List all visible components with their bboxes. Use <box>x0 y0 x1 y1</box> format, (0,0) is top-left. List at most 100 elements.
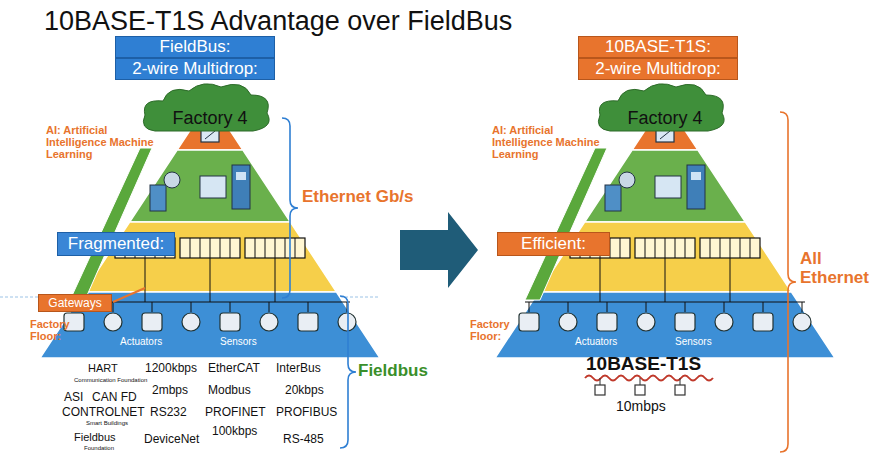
drawing-part <box>275 238 276 258</box>
robot-icon <box>150 185 166 211</box>
device-icon <box>637 313 655 331</box>
header-box: 2-wire Multidrop: <box>578 58 738 80</box>
protocol-name: CAN FD <box>92 391 137 404</box>
device-icon <box>753 313 773 331</box>
device-icon <box>142 313 162 331</box>
network-strip <box>70 148 152 300</box>
slide-title: 10BASE-T1S Advantage over FieldBus <box>44 6 512 37</box>
drawing-part <box>205 131 215 139</box>
node-text: Factory 4 <box>627 108 702 129</box>
drawing-part <box>269 302 270 312</box>
data-rate: 10mbps <box>616 399 666 414</box>
drawing-part <box>600 258 601 302</box>
plc-rack <box>700 238 760 258</box>
device-icon <box>260 313 278 331</box>
drawing-part <box>220 238 221 258</box>
node-text: 10BASE-T1S: <box>605 37 711 57</box>
drawing-part <box>236 172 246 180</box>
drawing-part <box>275 258 276 302</box>
protocol-note: Smart Buildings <box>86 420 128 427</box>
machine-icon <box>655 176 681 198</box>
drawing-part <box>600 378 601 385</box>
drawing-part <box>665 258 666 302</box>
protocol-name: ASI <box>64 391 83 404</box>
drawing-part <box>802 302 803 312</box>
device-icon <box>793 313 811 331</box>
header-box: 10BASE-T1S: <box>578 36 738 58</box>
bracket <box>340 296 356 448</box>
drawing-part <box>295 238 296 258</box>
protocol-name: InterBus <box>276 362 321 375</box>
drawing-part <box>646 302 647 312</box>
protocol-name: DeviceNet <box>144 433 199 446</box>
node-square <box>595 385 605 395</box>
wave-line <box>585 376 713 381</box>
drawing-part <box>152 302 153 312</box>
node-square <box>675 385 685 395</box>
protocol-name: Fieldbus <box>74 431 116 443</box>
callout-box: Fragmented: <box>57 232 175 256</box>
machine-icon <box>200 176 226 198</box>
cabinet-icon <box>687 165 705 209</box>
bracket-label: Fieldbus <box>358 362 428 381</box>
drawing-part <box>720 238 721 258</box>
drawing-part <box>640 378 641 385</box>
drawing-part <box>645 238 646 258</box>
drawing-part <box>730 258 731 302</box>
drawing-part <box>210 258 211 302</box>
drawing-part <box>191 302 192 312</box>
device-icon <box>715 313 733 331</box>
cloud-shape <box>143 84 269 131</box>
drawing-part <box>763 302 764 312</box>
data-rate: 20kbps <box>285 384 324 397</box>
leader-line <box>113 288 145 302</box>
protocol-name: RS232 <box>150 406 187 419</box>
protocol-name: EtherCAT <box>208 362 260 375</box>
node-text: Gateways <box>48 296 101 310</box>
data-rate: 2mbps <box>152 384 188 397</box>
data-rate: 100kbps <box>212 425 257 438</box>
node-text: 2-wire Multidrop: <box>132 59 258 79</box>
drawing-part <box>740 238 741 258</box>
cloud-shape <box>598 84 724 131</box>
drawing-part <box>145 258 146 302</box>
group-label: Sensors <box>675 336 712 347</box>
plc-rack <box>245 238 305 258</box>
cloud-node: Factory 4 <box>615 103 715 133</box>
drawing-part <box>685 302 686 312</box>
bracket <box>780 112 796 452</box>
device-icon <box>597 313 617 331</box>
drawing-part <box>724 302 725 312</box>
robot-icon <box>605 185 621 211</box>
drawing-part <box>265 238 266 258</box>
device-icon <box>559 313 577 331</box>
pyramid-band <box>495 292 835 358</box>
drawing-part <box>210 238 211 258</box>
pyramid-band <box>585 150 746 222</box>
drawing-part <box>230 238 231 258</box>
data-rate: 1200kbps <box>145 362 197 375</box>
device-icon <box>220 313 240 331</box>
bracket <box>282 118 298 298</box>
drawing-part <box>685 238 686 258</box>
annotation: AI: Artificial Intelligence Machine Lear… <box>492 124 610 160</box>
device-icon <box>182 313 200 331</box>
network-strip <box>525 148 607 300</box>
header-box: 2-wire Multidrop: <box>115 58 275 80</box>
drawing-part <box>660 131 670 139</box>
drawing-part <box>308 302 309 312</box>
protocol-name: HART <box>88 362 118 374</box>
protocol-name: 10BASE-T1S <box>586 354 701 375</box>
group-label: Actuators <box>575 336 617 347</box>
device-icon <box>519 313 539 331</box>
drawing-part <box>750 238 751 258</box>
device-icon <box>298 313 318 331</box>
gear-icon <box>619 172 635 188</box>
annotation: AI: Artificial Intelligence Machine Lear… <box>46 124 164 160</box>
drawing-part <box>675 238 676 258</box>
node-text: FieldBus: <box>160 37 231 57</box>
node-text: Fragmented: <box>68 234 164 254</box>
bracket-label: All Ethernet <box>800 250 860 287</box>
pyramid-band <box>130 150 291 222</box>
